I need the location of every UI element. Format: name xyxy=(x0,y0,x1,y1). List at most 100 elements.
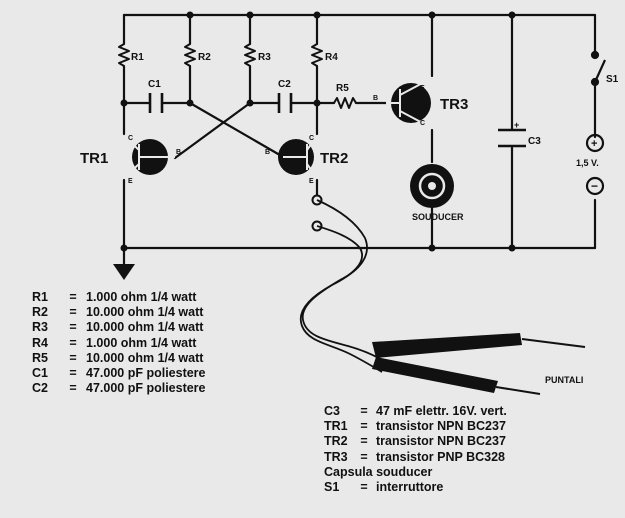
resistor-r2 xyxy=(184,43,196,67)
parts-list-row: R2 = 10.000 ohm 1/4 watt xyxy=(32,305,206,320)
part-value: 1.000 ohm 1/4 watt xyxy=(86,290,197,304)
label-souducer: SOUDUCER xyxy=(412,212,464,222)
resistor-r1 xyxy=(118,43,130,67)
part-equals: = xyxy=(360,480,368,495)
part-equals: = xyxy=(69,350,77,365)
part-equals: = xyxy=(360,449,368,464)
capacitor-c1 xyxy=(148,93,164,113)
probe-2 xyxy=(372,357,541,395)
part-ref: R3 xyxy=(32,320,48,335)
part-ref: R4 xyxy=(32,335,48,350)
resistor-r5 xyxy=(333,97,357,109)
label-puntali: PUNTALI xyxy=(545,375,583,385)
label-r3: R3 xyxy=(258,52,271,63)
part-equals: = xyxy=(69,366,77,381)
wire-cross-1 xyxy=(188,101,287,160)
label-r2: R2 xyxy=(198,52,211,63)
part-equals: = xyxy=(360,434,368,449)
probe-cable xyxy=(299,199,383,373)
label-c1: C1 xyxy=(148,79,161,90)
part-ref: R1 xyxy=(32,290,48,304)
label-r5: R5 xyxy=(336,83,349,94)
label-tr1: TR1 xyxy=(80,150,108,167)
part-value: 47 mF elettr. 16V. vert. xyxy=(376,404,507,418)
part-ref: TR1 xyxy=(324,419,348,434)
part-ref: R5 xyxy=(32,350,48,365)
parts-list-row: Capsula souducer xyxy=(324,465,507,480)
pin-tr3-e: E xyxy=(420,85,425,92)
resistor-r3 xyxy=(244,43,256,67)
pin-tr3-c: C xyxy=(420,120,425,127)
parts-list-row: R1 = 1.000 ohm 1/4 watt xyxy=(32,290,206,305)
pin-tr3-b: B xyxy=(373,95,378,102)
parts-list-row: C2 = 47.000 pF poliestere xyxy=(32,381,206,396)
part-equals: = xyxy=(360,419,368,434)
resistor-r4 xyxy=(311,43,323,67)
label-tr3: TR3 xyxy=(440,96,468,113)
transistor-tr2 xyxy=(278,135,318,179)
label-r4: R4 xyxy=(325,52,338,63)
transistor-tr3 xyxy=(386,77,433,129)
pin-tr2-b: B xyxy=(265,149,270,156)
switch-s1 xyxy=(590,50,607,87)
parts-list-row: R5 = 10.000 ohm 1/4 watt xyxy=(32,351,206,366)
battery-terminals xyxy=(585,133,605,196)
part-value: 10.000 ohm 1/4 watt xyxy=(86,305,204,320)
part-ref: R2 xyxy=(32,305,48,320)
pin-tr1-c: C xyxy=(128,135,133,142)
part-value: 47.000 pF poliestere xyxy=(86,381,206,396)
parts-list-row: S1 = interruttore xyxy=(324,480,507,495)
part-value: transistor PNP BC328 xyxy=(376,449,505,464)
part-value: 47.000 pF poliestere xyxy=(86,366,206,381)
parts-list-row: R4 = 1.000 ohm 1/4 watt xyxy=(32,336,206,351)
parts-list-row: C3 = 47 mF elettr. 16V. vert. xyxy=(324,404,507,419)
pin-tr2-e: E xyxy=(309,178,314,185)
capacitor-c2 xyxy=(277,93,293,113)
part-ref: Capsula souducer xyxy=(324,464,433,479)
c3-plus: + xyxy=(514,120,519,130)
label-battery: 1,5 V. xyxy=(576,158,599,168)
label-tr2: TR2 xyxy=(320,150,348,167)
part-ref: TR2 xyxy=(324,434,348,449)
parts-list-row: C1 = 47.000 pF poliestere xyxy=(32,366,206,381)
parts-list-row: R3 = 10.000 ohm 1/4 watt xyxy=(32,320,206,335)
part-ref: S1 xyxy=(324,480,340,495)
battery-minus: − xyxy=(591,179,598,193)
part-value: 10.000 ohm 1/4 watt xyxy=(86,320,204,335)
battery-plus: + xyxy=(591,138,597,150)
parts-list-row: TR3 = transistor PNP BC328 xyxy=(324,450,507,465)
part-equals: = xyxy=(69,320,77,335)
part-value: transistor NPN BC237 xyxy=(376,434,506,449)
souducer-capsule xyxy=(410,164,454,208)
ground-symbol xyxy=(113,264,135,280)
part-ref: C3 xyxy=(324,404,340,418)
label-s1: S1 xyxy=(606,74,619,85)
pin-tr1-e: E xyxy=(128,178,133,185)
pin-tr2-c: C xyxy=(309,135,314,142)
parts-list-row: TR2 = transistor NPN BC237 xyxy=(324,434,507,449)
label-r1: R1 xyxy=(131,52,144,63)
part-value: interruttore xyxy=(376,480,444,495)
probe-1 xyxy=(372,333,586,358)
part-ref: TR3 xyxy=(324,449,348,464)
part-equals: = xyxy=(360,404,368,418)
label-c2: C2 xyxy=(278,79,291,90)
parts-list-row: TR1 = transistor NPN BC237 xyxy=(324,419,507,434)
part-equals: = xyxy=(69,335,77,350)
capacitor-c3 xyxy=(498,128,526,148)
part-ref: C2 xyxy=(32,381,48,396)
wire-cross-2 xyxy=(173,101,252,160)
label-c3: C3 xyxy=(528,136,541,147)
part-value: 1.000 ohm 1/4 watt xyxy=(86,335,197,350)
part-equals: = xyxy=(69,290,77,304)
part-equals: = xyxy=(69,381,77,396)
part-value: 10.000 ohm 1/4 watt xyxy=(86,350,204,365)
part-equals: = xyxy=(69,305,77,320)
parts-list-right: C3 = 47 mF elettr. 16V. vert. TR1 = transisto… xyxy=(324,404,507,495)
pin-tr1-b: B xyxy=(176,149,181,156)
transistor-tr1 xyxy=(123,135,175,179)
part-ref: C1 xyxy=(32,366,48,381)
part-value: transistor NPN BC237 xyxy=(376,419,506,434)
